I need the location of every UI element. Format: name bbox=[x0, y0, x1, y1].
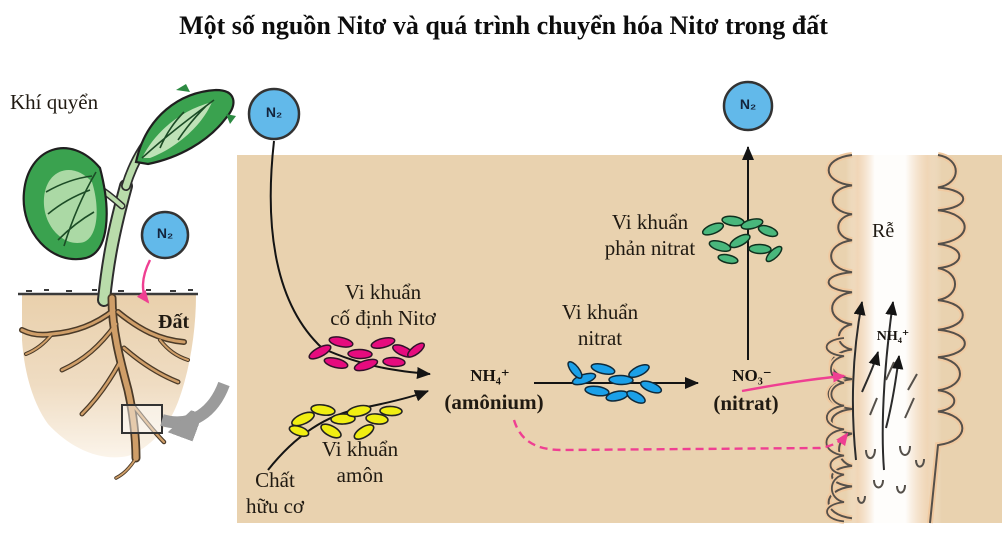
n2-circle-panel-left bbox=[247, 87, 301, 141]
magnify-arrow bbox=[160, 381, 230, 422]
right-leaf bbox=[134, 84, 236, 166]
nitrifying-bacteria-label: Vi khuẩn nitrat bbox=[561, 300, 639, 350]
ammonifying-bacteria-cluster bbox=[288, 403, 403, 441]
soil-label: Đất bbox=[158, 311, 190, 333]
root-cell-marks bbox=[857, 361, 925, 504]
n2-label-plant: N₂ bbox=[156, 225, 174, 241]
nitrate-uptake-arrow bbox=[741, 371, 846, 393]
ammonium-uptake-dashed-arrow bbox=[512, 419, 849, 452]
fixation-arrow bbox=[269, 140, 431, 379]
ammonium-formula: NH₄⁺ bbox=[470, 366, 510, 385]
ammonium-name: (amônium) bbox=[444, 390, 544, 414]
n2-label-panel-right: N₂ bbox=[739, 96, 757, 112]
denitrifying-bacteria-cluster bbox=[701, 215, 783, 265]
n2-into-soil-arrow bbox=[136, 259, 152, 304]
root-ammonium-label: NH₄⁺ bbox=[876, 329, 910, 344]
roots bbox=[19, 293, 190, 480]
left-leaf bbox=[22, 147, 108, 261]
organic-matter-label: Chất hữu cơ bbox=[245, 468, 305, 518]
nitrate-formula: NO₃⁻ bbox=[732, 366, 772, 385]
denitrifying-bacteria-label: Vi khuẩn phản nitrat bbox=[604, 210, 696, 260]
root-interior bbox=[846, 155, 942, 523]
n2-circles bbox=[140, 80, 774, 260]
nitrate-name: (nitrat) bbox=[713, 391, 779, 415]
root-hair-borders bbox=[824, 152, 968, 524]
root-uptake-arrows bbox=[851, 301, 904, 471]
plant bbox=[22, 84, 236, 307]
root-label: Rễ bbox=[872, 220, 895, 242]
root-zoom-box bbox=[121, 404, 163, 434]
pink-arrows bbox=[136, 259, 849, 452]
nitrifying-bacteria-cluster bbox=[567, 360, 663, 404]
atmosphere-label: Khí quyển bbox=[10, 90, 99, 114]
diagram-title: Một số nguồn Nitơ và quá trình chuyển hó… bbox=[179, 11, 828, 40]
n2-label-panel-left: N₂ bbox=[265, 104, 283, 120]
n2-circle-plant bbox=[140, 210, 190, 260]
fixing-bacteria-cluster bbox=[308, 336, 426, 372]
n2-circle-panel-right bbox=[722, 80, 774, 132]
ammonifying-bacteria-label: Vi khuẩn amôn bbox=[321, 437, 399, 487]
fixing-bacteria-label: Vi khuẩn cố định Nitơ bbox=[330, 280, 436, 330]
